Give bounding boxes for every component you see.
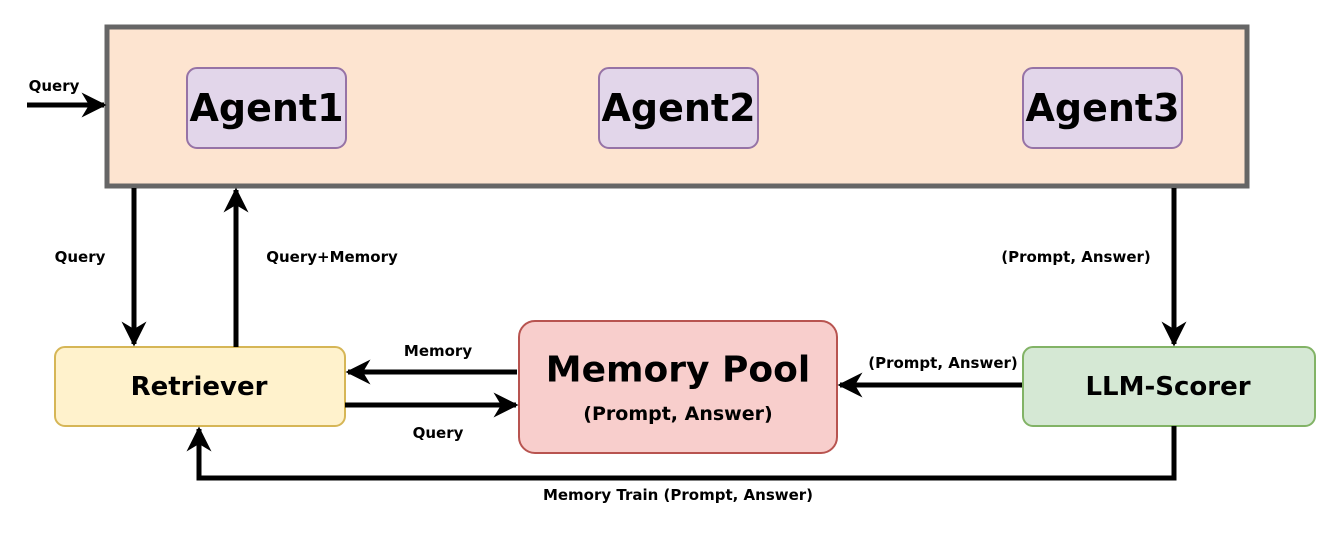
- scorer-to-pool-label: (Prompt, Answer): [868, 354, 1018, 372]
- scorer-to-retriever-arrow: [186, 426, 1177, 481]
- retriever-label: Retriever: [131, 372, 268, 402]
- memory-pool-subtitle: (Prompt, Answer): [583, 403, 772, 425]
- agents-to-retriever-label: Query: [55, 248, 106, 266]
- input-query-label: Query: [29, 77, 80, 95]
- agents-to-scorer-label: (Prompt, Answer): [1001, 248, 1151, 266]
- retriever-node: Retriever: [54, 346, 346, 427]
- agent1-node: Agent1: [186, 67, 347, 149]
- retriever-to-pool-label: Query: [413, 424, 464, 442]
- llm-scorer-label: LLM-Scorer: [1085, 372, 1250, 402]
- agent1-label: Agent1: [189, 86, 343, 130]
- retriever-to-agents-label: Query+Memory: [266, 248, 398, 266]
- memory-pool-node: Memory Pool (Prompt, Answer): [518, 320, 838, 454]
- agent3-node: Agent3: [1022, 67, 1183, 149]
- agent2-node: Agent2: [598, 67, 759, 149]
- pool-to-retriever-label: Memory: [404, 342, 472, 360]
- agent2-label: Agent2: [601, 86, 755, 130]
- memory-pool-title: Memory Pool: [546, 350, 810, 391]
- llm-scorer-node: LLM-Scorer: [1022, 346, 1316, 427]
- scorer-to-retriever-label: Memory Train (Prompt, Answer): [543, 486, 813, 504]
- agent3-label: Agent3: [1025, 86, 1179, 130]
